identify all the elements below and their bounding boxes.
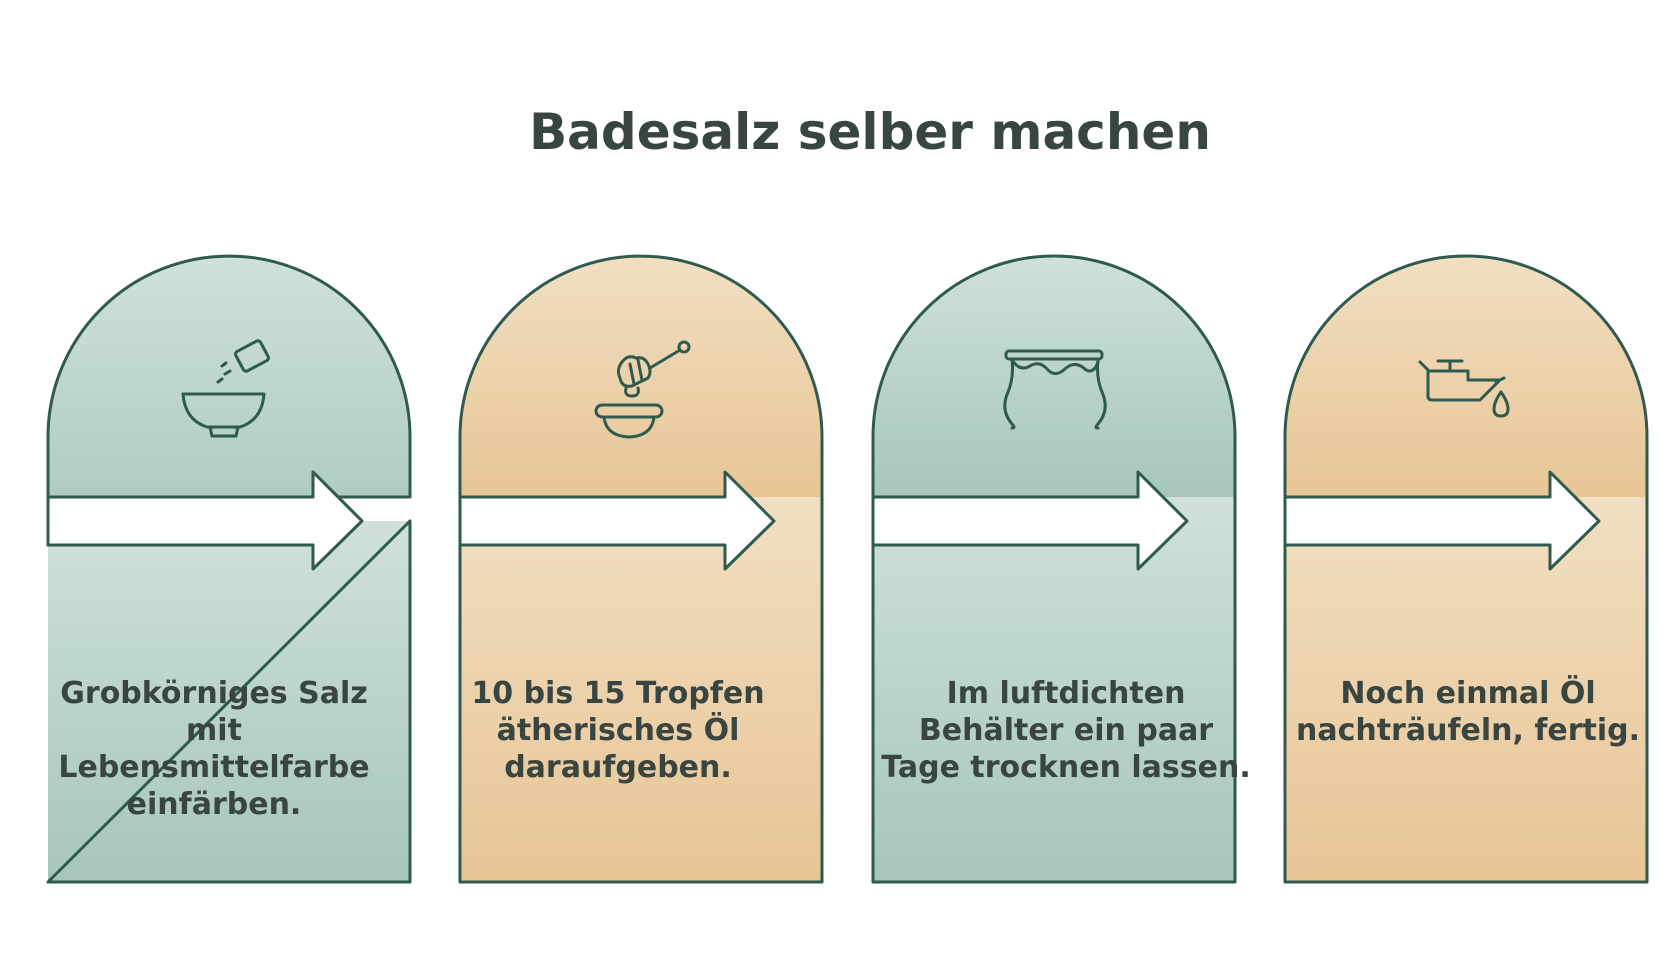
page-title: Badesalz selber machen [529, 103, 1211, 161]
step-arrow-3 [871, 470, 1189, 571]
oil-can-icon [1418, 359, 1510, 418]
step-4-line-1: Noch einmal Öl [1340, 674, 1595, 711]
step-3-line-1: Im luftdichten [947, 676, 1186, 711]
step-3-line-2: Behälter ein paar [919, 713, 1213, 748]
step-card-1 [46, 254, 412, 884]
step-card-4-panel [1285, 497, 1647, 882]
step-card-4-outline [1283, 254, 1649, 884]
step-card-2 [458, 254, 824, 884]
step-1-line-1: Grobkörniges Salz [60, 676, 367, 711]
step-3-line-3: Tage trocknen lassen. [881, 750, 1250, 785]
step-card-2-panel [460, 497, 822, 882]
step-card-3-top-arch [873, 256, 1235, 497]
step-arrow-1 [46, 470, 364, 571]
sealed-jar-icon [1003, 349, 1107, 430]
step-card-3 [871, 254, 1237, 884]
step-card-3-outline [871, 254, 1237, 884]
bowl-salt-shaker-icon [181, 339, 270, 438]
honey-dipper-bowl-icon [594, 340, 691, 439]
step-arrow-4 [1283, 470, 1601, 571]
step-4-line-2: nachträufeln, fertig. [1296, 713, 1640, 748]
step-2-line-2: ätherisches Öl [497, 711, 740, 748]
step-1-line-4: einfärben. [127, 787, 302, 822]
step-card-4 [1283, 254, 1649, 884]
step-2-line-3: daraufgeben. [504, 750, 732, 785]
step-1-line-3: Lebensmittelfarbe [58, 750, 369, 785]
step-card-4-top-arch [1285, 256, 1647, 497]
step-card-2-outline [458, 254, 824, 884]
step-2-line-1: 10 bis 15 Tropfen [471, 676, 764, 711]
step-arrow-2 [458, 470, 776, 571]
step-1-line-2: mit [186, 713, 242, 748]
step-card-3-panel [873, 497, 1235, 882]
